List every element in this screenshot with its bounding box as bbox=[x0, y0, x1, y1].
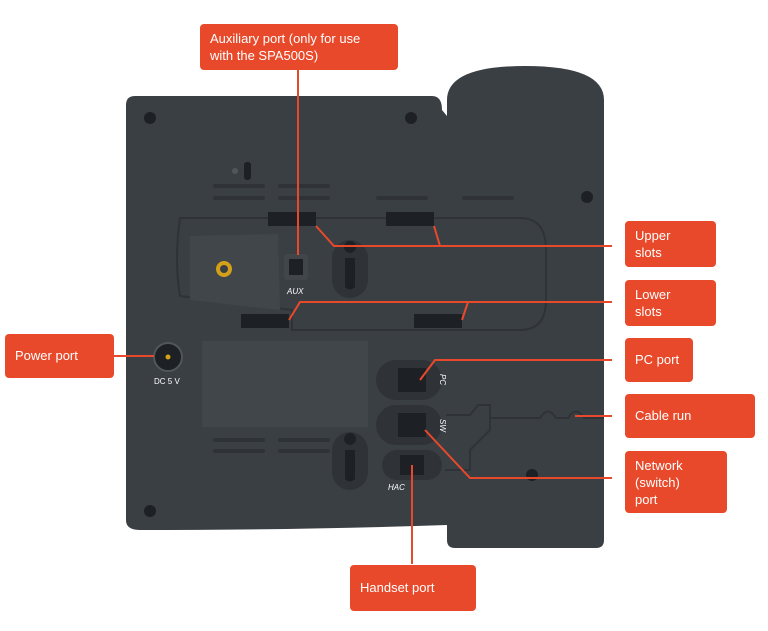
vent-bars-bottom bbox=[213, 438, 330, 453]
aux-port-label: AUX bbox=[287, 287, 304, 296]
label-area bbox=[202, 341, 368, 427]
dc-port-label: DC 5 V bbox=[154, 377, 180, 386]
callout-cable-run: Cable run bbox=[625, 394, 755, 438]
lower-slot bbox=[414, 314, 462, 328]
screw bbox=[144, 505, 156, 517]
screw bbox=[405, 112, 417, 124]
network-port bbox=[376, 405, 442, 445]
screw bbox=[526, 469, 538, 481]
power-pin bbox=[165, 354, 171, 360]
upper-slot bbox=[268, 212, 316, 226]
leader-lines bbox=[114, 70, 612, 564]
callout-auxiliary-port: Auxiliary port (only for use with the SP… bbox=[200, 24, 398, 70]
callout-handset-port: Handset port bbox=[350, 565, 476, 611]
vent-bars-top bbox=[213, 184, 514, 200]
gold-screw-center bbox=[220, 265, 228, 273]
callout-pc-port: PC port bbox=[625, 338, 693, 382]
aux-port bbox=[289, 259, 303, 275]
stand-recess bbox=[176, 217, 547, 331]
stand-plate bbox=[190, 234, 280, 310]
callout-power-port: Power port bbox=[5, 334, 114, 378]
callout-network-port: Network (switch) port bbox=[625, 451, 727, 513]
screw bbox=[144, 112, 156, 124]
keyhole-mount bbox=[332, 240, 368, 298]
cable-run-track bbox=[490, 410, 604, 419]
hac-port-label: HAC bbox=[388, 483, 405, 492]
sw-port-label: SW bbox=[438, 419, 447, 432]
pc-port-label: PC bbox=[438, 374, 447, 386]
upper-slot bbox=[386, 212, 434, 226]
callout-upper-slots: Upper slots bbox=[625, 221, 716, 267]
lock-slot bbox=[244, 162, 251, 180]
keyhole-mount bbox=[332, 432, 368, 490]
pc-port bbox=[376, 360, 442, 400]
lower-slot bbox=[241, 314, 289, 328]
screw bbox=[581, 191, 593, 203]
lock-dot bbox=[232, 168, 238, 174]
callout-lower-slots: Lower slots bbox=[625, 280, 716, 326]
